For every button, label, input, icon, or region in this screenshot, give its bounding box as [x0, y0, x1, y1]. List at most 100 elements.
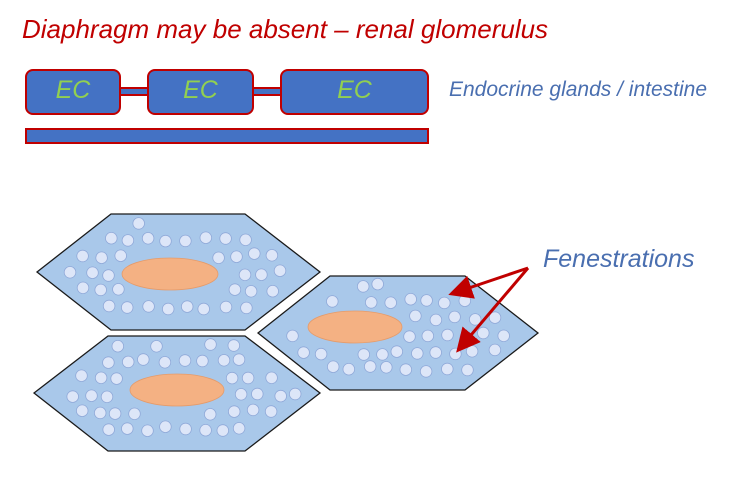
fenestration-pore	[63, 266, 77, 279]
fenestration-pore	[234, 388, 248, 401]
fenestration-pore	[409, 309, 422, 323]
fenestration-pore	[469, 313, 482, 326]
fenestration-pore	[251, 387, 264, 401]
fenestration-pore	[199, 231, 213, 244]
endothelial-cell: EC	[25, 69, 121, 115]
fenestration-pore	[241, 371, 255, 385]
fenestration-pore	[161, 302, 175, 316]
fenestration-pore	[327, 360, 340, 373]
fenestration-pore	[465, 345, 479, 358]
fenestration-pore	[265, 371, 278, 385]
fenestration-pore	[232, 422, 246, 435]
fenestration-arrow	[448, 266, 529, 299]
fenestration-pore	[357, 280, 370, 293]
fenestration-pore	[141, 424, 154, 437]
fenestration-pore	[217, 354, 231, 367]
fenestration-pore	[102, 299, 116, 313]
fenestration-pore	[441, 362, 454, 376]
fenestration-pore	[365, 296, 378, 309]
fenestration-pore	[114, 249, 127, 262]
fenestration-pore	[488, 343, 502, 357]
fenestration-pore	[448, 310, 461, 324]
fenestration-pore	[403, 330, 416, 343]
fenestration-pore	[216, 424, 230, 437]
fenestration-pore	[179, 234, 192, 248]
fenestration-pore	[458, 294, 472, 307]
fenestration-pore	[326, 295, 339, 308]
fenestration-pore	[197, 302, 210, 316]
fenestration-pore	[364, 360, 377, 373]
fenestration-pore	[102, 356, 115, 369]
fenestration-pore	[314, 347, 328, 361]
fenestration-pore	[289, 387, 302, 401]
fenestration-pore	[141, 232, 155, 245]
fenestration-pore	[411, 347, 424, 360]
fenestration-pore	[85, 389, 98, 402]
fenestration-pore	[429, 313, 443, 327]
fenestration-pore	[438, 296, 451, 310]
fenestration-pore	[419, 365, 433, 378]
fenestration-pore	[76, 281, 90, 295]
fenestration-pore	[111, 340, 125, 353]
fenestration-pore	[128, 407, 141, 421]
fenestration-pore	[95, 251, 108, 264]
side-label: Endocrine glands / intestine	[449, 78, 707, 101]
fenestration-pore	[232, 353, 246, 366]
fenestration-pore	[420, 294, 433, 307]
fenestration-pore	[219, 232, 232, 245]
fenestration-pore	[180, 300, 194, 313]
fenestration-pore	[121, 234, 135, 247]
fenestration-pore	[227, 405, 241, 418]
fenestration-pore	[357, 348, 371, 361]
fenestrations-label: Fenestrations	[543, 245, 695, 273]
fenestration-pore	[404, 293, 417, 306]
cell-junction	[119, 87, 149, 96]
fenestration-pore	[137, 353, 150, 366]
fenestration-pore	[93, 406, 107, 420]
fenestration-pore	[441, 328, 454, 342]
fenestration-pore	[102, 423, 115, 436]
fenestration-pore	[238, 268, 252, 282]
fenestration-pore	[227, 339, 241, 352]
fenestration-pore	[105, 231, 118, 245]
fenestration-pore	[390, 345, 404, 358]
fenestration-pore	[94, 371, 108, 385]
fenestration-pore	[376, 348, 389, 361]
fenestration-pore	[266, 285, 279, 298]
fenestration-pore	[110, 372, 123, 385]
fenestration-pore	[66, 390, 79, 403]
fenestration-pore	[75, 404, 89, 417]
fenestration-pore	[212, 251, 225, 264]
cell-nucleus	[121, 257, 219, 291]
fenestration-pore	[240, 301, 253, 315]
fenestration-pore	[179, 422, 192, 436]
fenestration-pore	[244, 285, 258, 298]
fenestration-pore	[121, 355, 135, 369]
fenestration-pore	[100, 390, 114, 404]
fenestration-pore	[230, 250, 243, 263]
fenestration-pore	[76, 249, 89, 263]
fenestration-pore	[196, 354, 209, 368]
fenestration-pore	[203, 408, 217, 421]
fenestration-arrow	[456, 267, 530, 353]
endothelial-cell: EC	[147, 69, 254, 115]
fenestration-pore	[86, 266, 99, 279]
fenestration-pore	[112, 283, 125, 296]
fenestration-pore	[94, 283, 107, 297]
fenestration-pore	[264, 405, 278, 418]
fenestration-pore	[248, 247, 261, 260]
fenestration-pore	[150, 340, 163, 353]
fenestration-pore	[273, 264, 287, 277]
fenestration-pore	[265, 249, 279, 262]
fenestration-pore	[255, 268, 268, 281]
ec-label: EC	[183, 76, 218, 104]
fenestration-pore	[488, 311, 502, 324]
cell-nucleus	[129, 373, 225, 407]
fenestration-pore	[384, 296, 397, 309]
endothelial-cell: EC	[280, 69, 429, 115]
fenestration-pore	[429, 346, 442, 359]
fenestration-pore	[102, 269, 115, 282]
basement-membrane	[25, 128, 429, 144]
slide-title: Diaphragm may be absent – renal glomerul…	[22, 14, 549, 44]
